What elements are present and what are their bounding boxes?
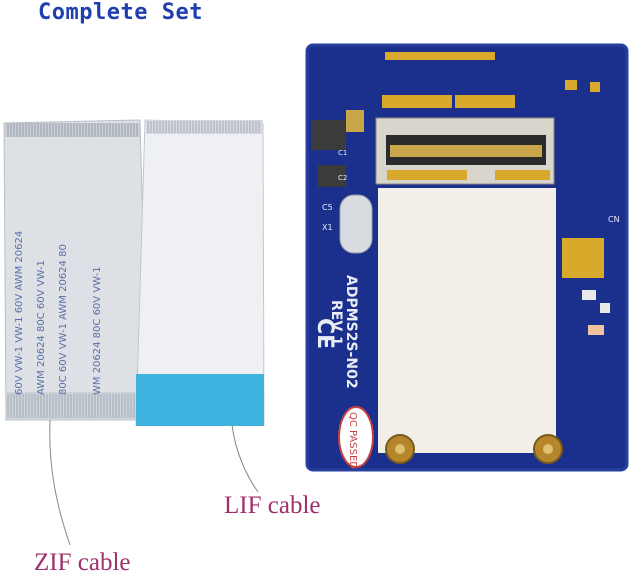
cable-print-col1: 60V VW-1 VW-1 60V AWM 20624 — [14, 231, 25, 395]
lif-cable — [135, 119, 265, 426]
power-pad — [562, 238, 604, 278]
zif-cable-caption: ZIF cable — [34, 549, 131, 576]
board-model-label: ADPMS2S-N02 — [343, 275, 359, 389]
label-c2: C2 — [338, 174, 347, 182]
ic-chip — [318, 165, 346, 187]
zif-cable: 60V VW-1 VW-1 60V AWM 20624 AWM 20624 80… — [3, 119, 149, 421]
voltage-regulator — [311, 120, 346, 150]
ce-mark: CE — [312, 318, 337, 349]
smd-component — [346, 110, 364, 132]
lif-cable-tip — [136, 374, 264, 426]
smd-capacitor — [600, 303, 610, 313]
smd-resistor — [582, 290, 596, 300]
zif-contacts-top — [5, 123, 140, 137]
adapter-board: C5 X1 CN C1 C2 ADPMS2S-N02 REV 1 CE QC P… — [305, 43, 629, 472]
cable-print-col3: 80C 60V VW-1 AWM 20624 80 — [58, 244, 69, 395]
label-c5: C5 — [322, 203, 333, 212]
screw-hole-right — [543, 444, 553, 454]
board-rev-label: REV 1 — [328, 300, 344, 346]
ssd-mount-area — [378, 188, 556, 453]
screw-hole-left — [395, 444, 405, 454]
qc-passed-label: QC PASSED — [347, 412, 358, 469]
label-c1: C1 — [338, 149, 347, 157]
cable-print-col4: WM 20624 80C 60V VW-1 — [92, 266, 103, 395]
top-sata-pads — [382, 52, 600, 108]
crystal-oscillator — [339, 194, 373, 254]
lif-pointer-line — [231, 424, 259, 493]
qc-sticker: QC PASSED — [338, 406, 374, 469]
page-title: Complete Set — [38, 0, 203, 25]
cable-print-col2: AWM 20624 80C 60V VW-1 — [36, 260, 47, 395]
label-cn: CN — [608, 215, 620, 224]
led-indicator — [588, 325, 604, 335]
msata-connector — [375, 117, 555, 185]
zif-pointer-line — [49, 419, 71, 546]
label-x1: X1 — [322, 223, 333, 232]
lif-cable-caption: LIF cable — [224, 492, 321, 519]
